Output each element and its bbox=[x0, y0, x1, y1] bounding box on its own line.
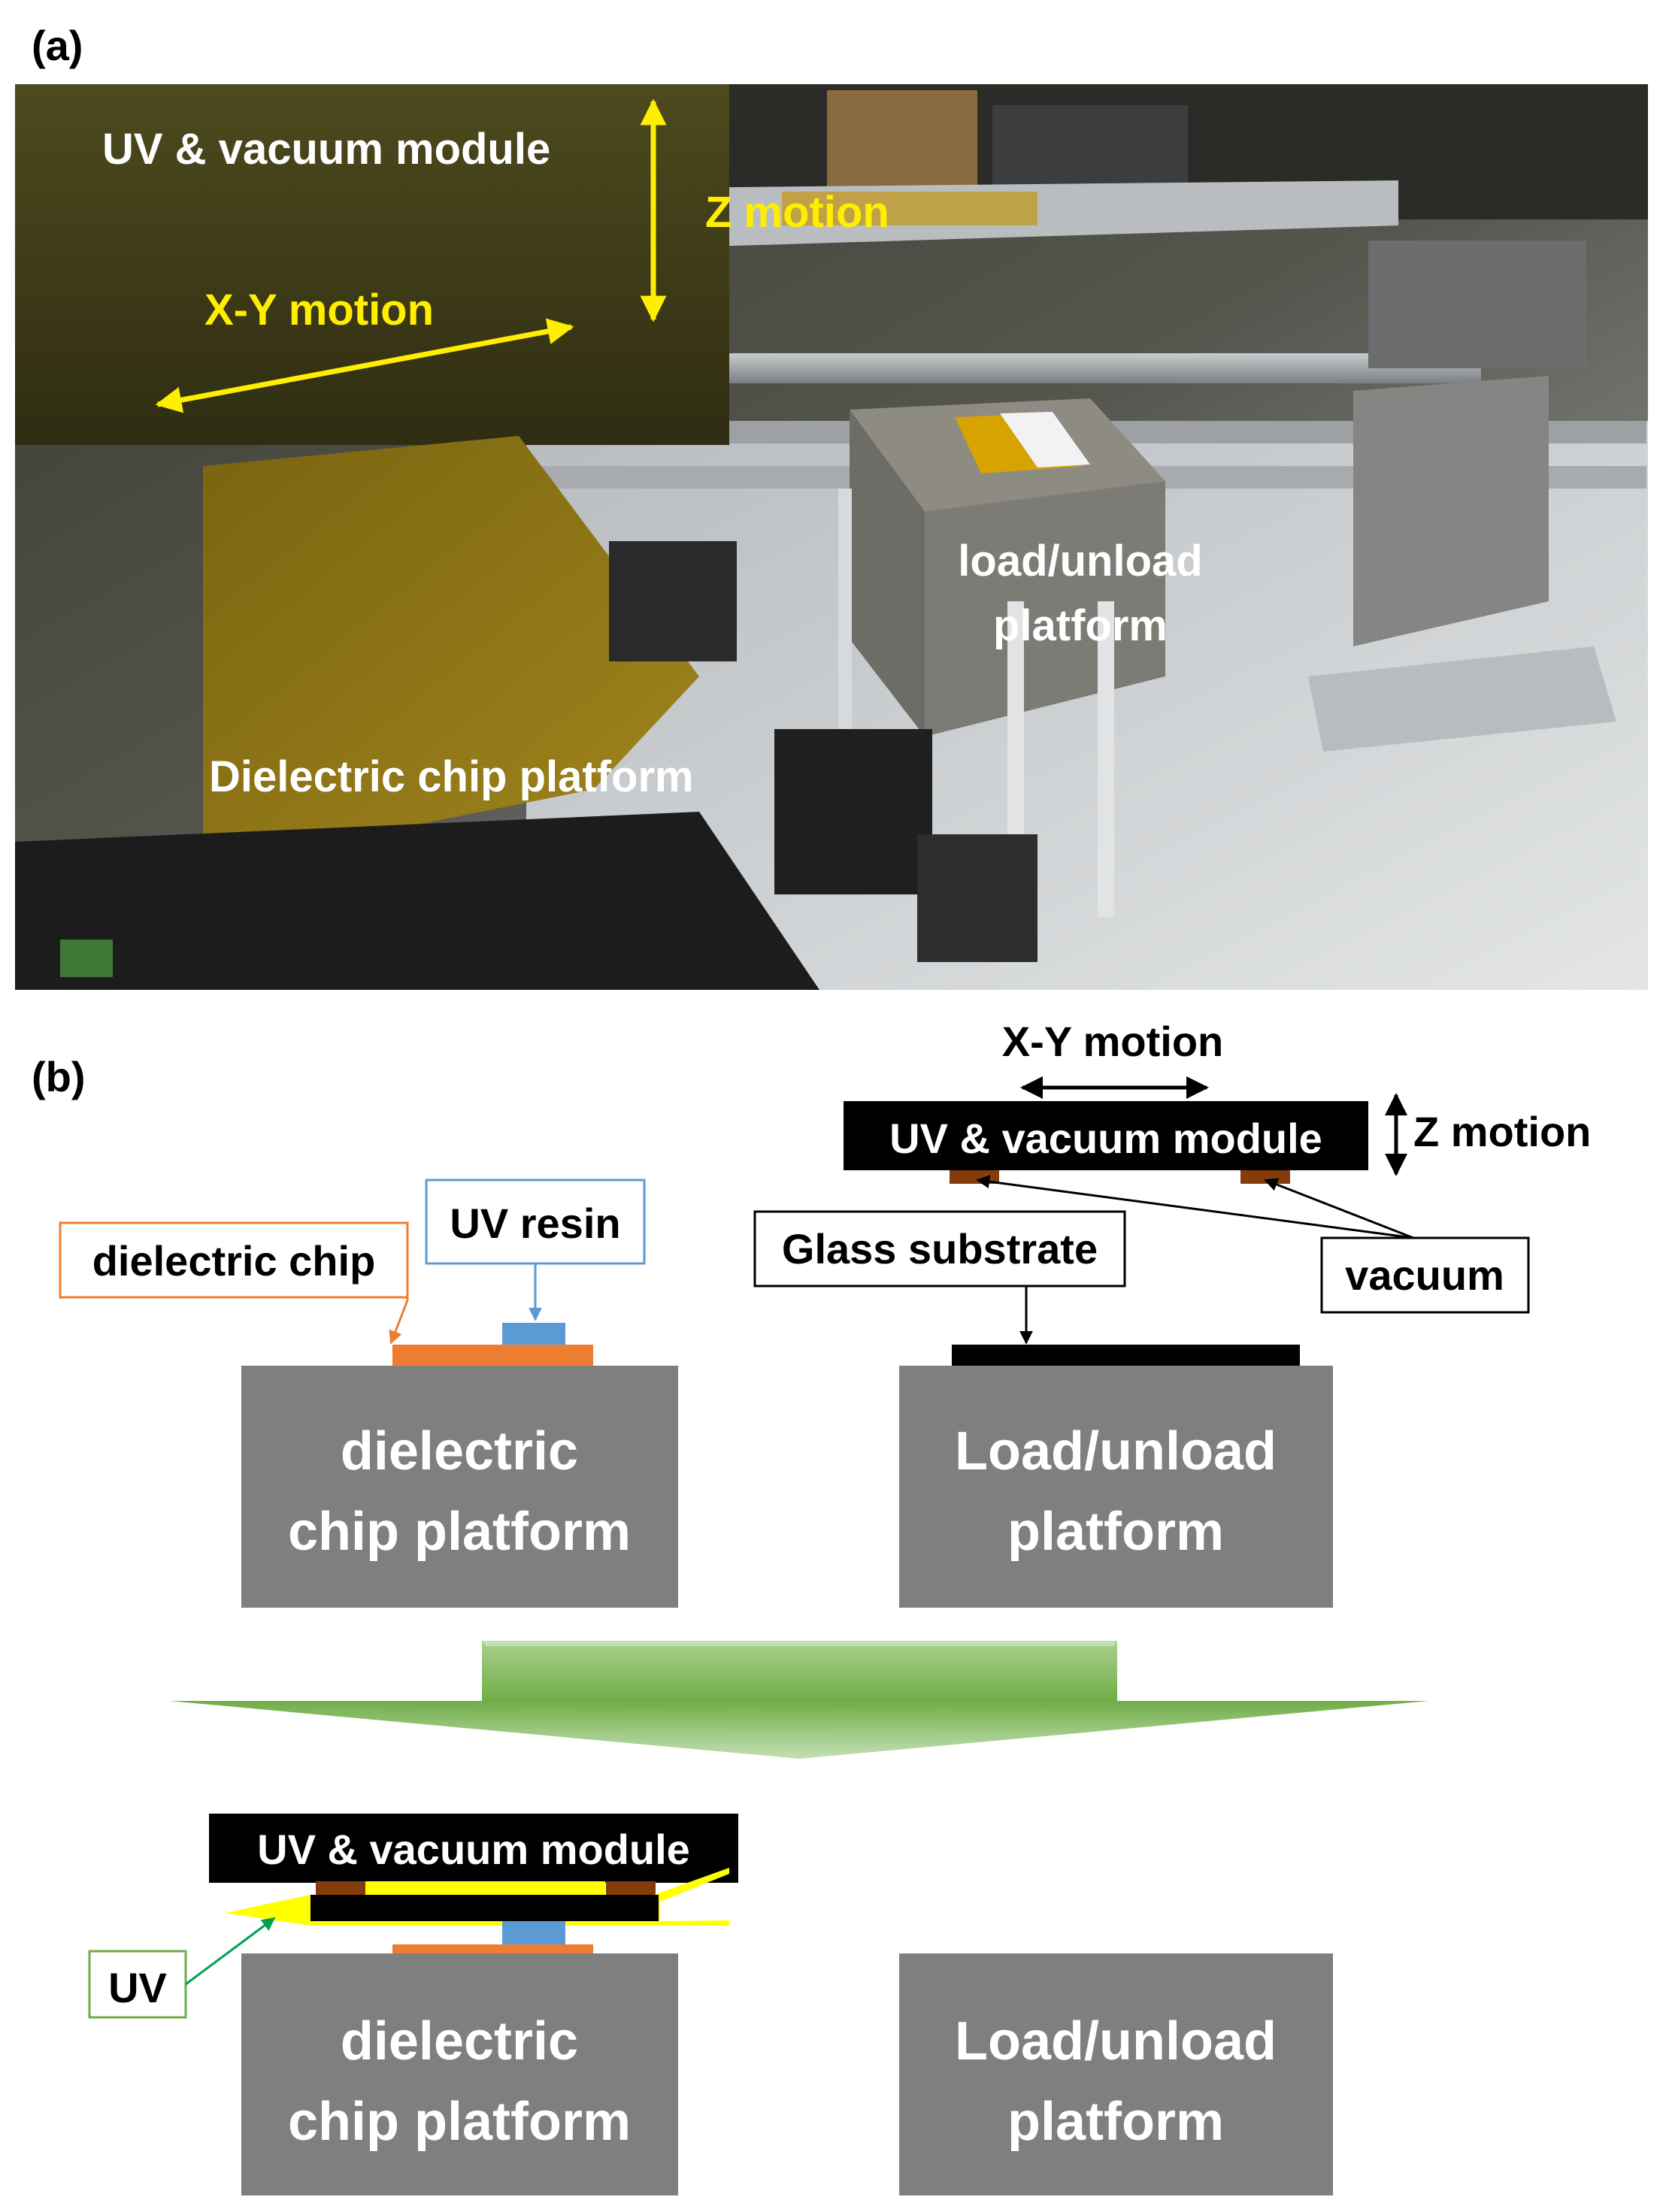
xy-motion-label: X-Y motion bbox=[1002, 1018, 1224, 1065]
diagram-before: X-Y motion UV & vacuum module Z motion v… bbox=[59, 1018, 1591, 1608]
load-platform-bottom bbox=[899, 1953, 1333, 2195]
load-platform-top-line2: platform bbox=[1007, 1502, 1224, 1562]
uv-arrow bbox=[185, 1917, 276, 1986]
dielectric-chip-label: dielectric chip bbox=[92, 1237, 376, 1285]
vacuum-label: vacuum bbox=[1345, 1251, 1504, 1299]
load-platform-bottom-line1: Load/unload bbox=[955, 2011, 1277, 2071]
vacuum-pad-left-after bbox=[316, 1881, 365, 1895]
uv-resin-drop bbox=[502, 1323, 565, 1346]
dielectric-platform-top-line2: chip platform bbox=[288, 1502, 631, 1562]
glass-substrate-label: Glass substrate bbox=[782, 1225, 1098, 1272]
panel-b-label: (b) bbox=[32, 1053, 86, 1100]
dielectric-chip-label-box bbox=[59, 1221, 409, 1299]
z-motion-label: Z motion bbox=[1413, 1108, 1591, 1155]
equipment-photo: UV & vacuum module Z motion X-Y motion l… bbox=[15, 84, 1648, 990]
vacuum-arrow-left bbox=[976, 1175, 1414, 1239]
uv-module-box bbox=[844, 1101, 1368, 1170]
uv-module-label: UV & vacuum module bbox=[889, 1115, 1322, 1162]
xy-motion-arrow bbox=[155, 318, 574, 413]
diagram-after: UV & vacuum module UV dielectric chip pl… bbox=[88, 1814, 1333, 2195]
dielectric-platform-top bbox=[241, 1366, 678, 1608]
photo-label-xy-motion: X-Y motion bbox=[204, 286, 434, 334]
vacuum-arrow-right bbox=[1264, 1178, 1414, 1239]
vacuum-pad-right bbox=[1240, 1170, 1290, 1184]
dielectric-chip bbox=[392, 1345, 593, 1367]
uv-module-label-after: UV & vacuum module bbox=[257, 1826, 690, 1873]
load-platform-top bbox=[899, 1366, 1333, 1608]
photo-label-dielectric: Dielectric chip platform bbox=[209, 752, 694, 801]
load-platform-top-line1: Load/unload bbox=[955, 1421, 1277, 1481]
glass-substrate-label-box bbox=[753, 1210, 1126, 1288]
dielectric-platform-bottom-line1: dielectric bbox=[341, 2011, 578, 2071]
uv-label-box bbox=[88, 1950, 187, 2019]
dielectric-platform-bottom bbox=[241, 1953, 678, 2195]
panel-a-label: (a) bbox=[32, 22, 83, 69]
photo-label-load-line2: platform bbox=[993, 601, 1168, 650]
uv-resin-label-box bbox=[425, 1179, 646, 1265]
load-platform-bottom-line2: platform bbox=[1007, 2092, 1224, 2152]
dielectric-platform-bottom-line2: chip platform bbox=[288, 2092, 631, 2152]
photo-label-z-motion: Z motion bbox=[705, 188, 889, 237]
uv-module-box-after bbox=[209, 1814, 738, 1883]
glass-substrate-after bbox=[310, 1895, 659, 1921]
dielectric-platform-photo bbox=[203, 436, 699, 842]
process-arrow bbox=[169, 1641, 1428, 1759]
uv-resin-label: UV resin bbox=[450, 1200, 620, 1247]
photo-label-uv-module: UV & vacuum module bbox=[102, 125, 550, 174]
dielectric-chip-arrow bbox=[389, 1260, 409, 1345]
uv-label: UV bbox=[108, 1964, 167, 2011]
vacuum-label-box bbox=[1320, 1236, 1530, 1314]
dielectric-platform-top-line1: dielectric bbox=[341, 1421, 578, 1481]
photo-label-load-line1: load/unload bbox=[958, 537, 1202, 586]
glass-substrate bbox=[952, 1345, 1300, 1367]
uv-resin-after bbox=[502, 1921, 565, 1944]
vacuum-pad-right-after bbox=[606, 1881, 656, 1895]
